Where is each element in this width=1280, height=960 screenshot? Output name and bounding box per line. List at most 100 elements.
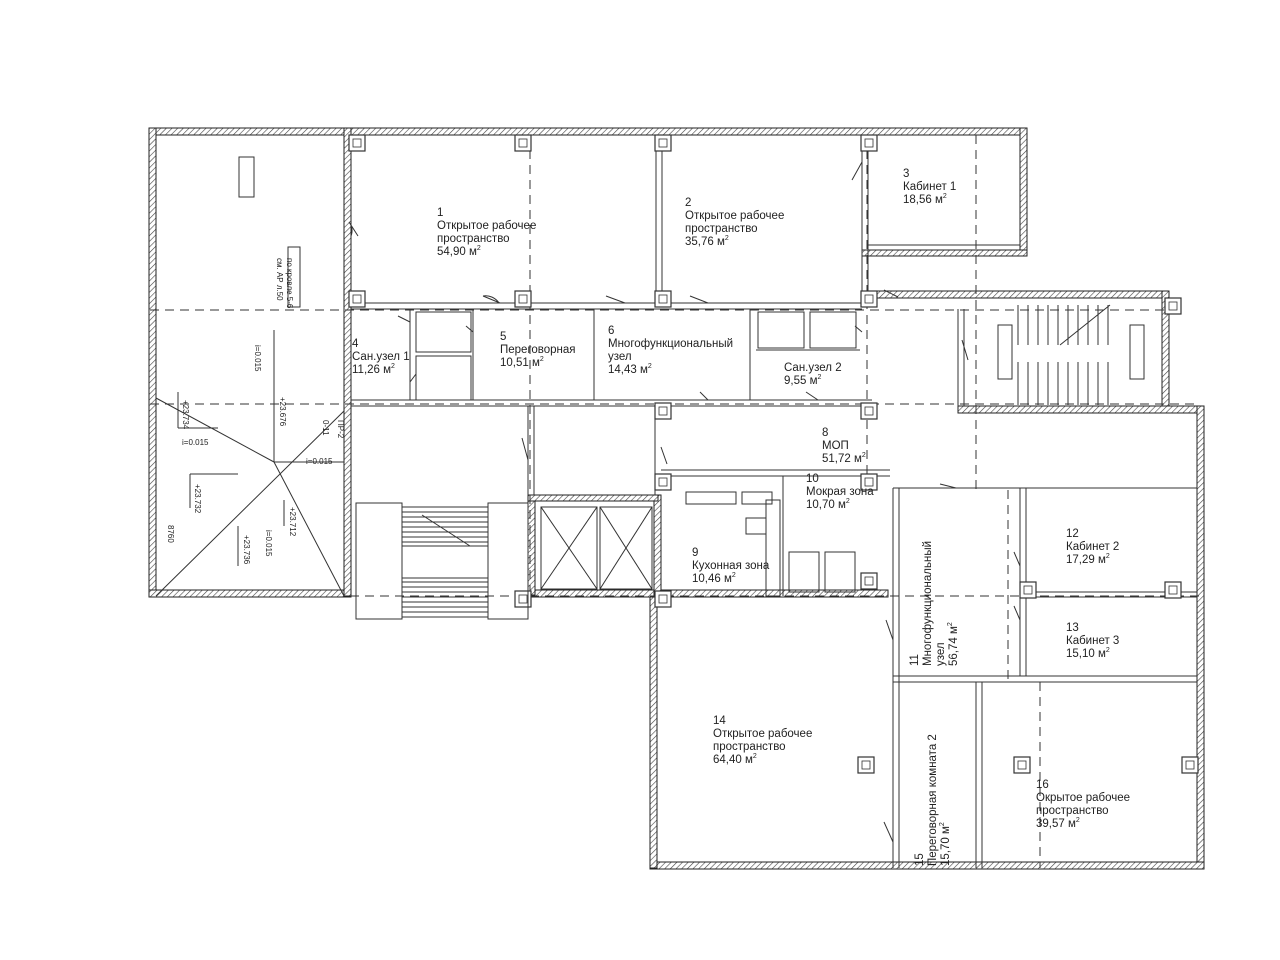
area-unit-exponent: 2 [862,452,866,459]
room-area: 15,10 м2 [1066,647,1110,660]
room-number: 14 [713,715,726,727]
outer-walls [148,127,1205,870]
room-area-value: 15,10 м [1066,648,1106,660]
room-name: Окрытое рабочее [1036,792,1130,804]
doors [348,161,1021,843]
room-area: 15,70 м2 [939,822,952,866]
room-name: Сан.узел 2 [784,362,842,374]
column [860,290,878,308]
room-number: 8 [822,427,828,439]
column [654,402,672,420]
room-area: 17,29 м2 [1066,553,1110,566]
column [860,572,878,590]
roof-note: ПР-2 [336,420,345,439]
column-core [1168,585,1178,595]
column [1013,756,1031,774]
room-area: 18,56 м2 [903,193,947,206]
roof-note: i=0.015 [306,457,333,466]
roof-area [155,156,345,597]
roof-note: i=0.015 [253,345,262,372]
room-number: 1 [437,207,443,219]
room-area-value: 39,57 м [1036,818,1076,830]
room-area: 10,46 м2 [692,572,736,585]
column-core [352,138,362,148]
column [654,473,672,491]
area-unit-exponent: 2 [1106,553,1110,560]
area-unit-exponent: 2 [1076,817,1080,824]
roof-annotations: i=0.015+23.676+23.734i=0.015+23.732i=0.0… [166,258,345,565]
room-name: пространство [713,741,786,753]
column [1181,756,1199,774]
room-label-r7: Сан.узел 29,55 м2 [784,362,842,387]
column-core [1023,585,1033,595]
room-area: 14,43 м2 [608,363,652,376]
room-number: 13 [1066,622,1079,634]
area-unit-exponent: 2 [648,363,652,370]
room-area-value: 14,43 м [608,364,648,376]
room-area: 51,72 м2 [822,452,866,465]
column-core [1185,760,1195,770]
roof-note: i=0.015 [182,438,209,447]
room-number: 2 [685,197,691,209]
room-name: пространство [685,223,758,235]
column-core [864,294,874,304]
room-name: Сан.узел 1 [352,351,410,363]
area-unit-exponent: 2 [540,356,544,363]
area-unit-exponent: 2 [732,572,736,579]
roof-note: +23.732 [193,484,202,514]
room-name: МОП [822,440,849,452]
room-area: 56,74 м2 [947,622,960,666]
room-area-value: 56,74 м [948,626,960,666]
room-number: 16 [1036,779,1049,791]
room-name: Открытое рабочее [713,728,812,740]
column-core [518,594,528,604]
room-name: Переговорная [500,344,576,356]
roof-note: i=0.015 [264,530,273,557]
room-area: 64,40 м2 [713,753,757,766]
column [1019,581,1037,599]
room-number: 15 [914,853,926,866]
column [1164,581,1182,599]
column [654,590,672,608]
room-number: 10 [806,473,819,485]
room-area-value: 11,26 м [352,364,391,376]
column-core [518,138,528,148]
room-area: 10,70 м2 [806,498,850,511]
room-area-value: 64,40 м [713,754,753,766]
column-core [658,138,668,148]
room-name: Мокрая зона [806,486,874,498]
room-name: Многофункциональный [608,338,733,350]
room-number: 9 [692,547,698,559]
column-core [1017,760,1027,770]
column-core [658,406,668,416]
column [860,134,878,152]
room-area-value: 10,70 м [806,499,846,511]
room-name: Переговорная комната 2 [927,734,939,866]
column [860,402,878,420]
room-name: Кабинет 2 [1066,541,1119,553]
room-number: 3 [903,168,909,180]
room-name: Кабинет 3 [1066,635,1119,647]
area-unit-exponent: 2 [846,498,850,505]
area-unit-exponent: 2 [477,245,481,252]
room-area-value: 15,70 м [940,826,952,866]
column-core [864,138,874,148]
room-area: 35,76 м2 [685,235,729,248]
column-core [352,294,362,304]
column [857,756,875,774]
column [1164,297,1182,315]
room-number: 4 [352,338,359,350]
roof-note: +23.734 [181,400,190,430]
room-area-value: 35,76 м [685,236,725,248]
